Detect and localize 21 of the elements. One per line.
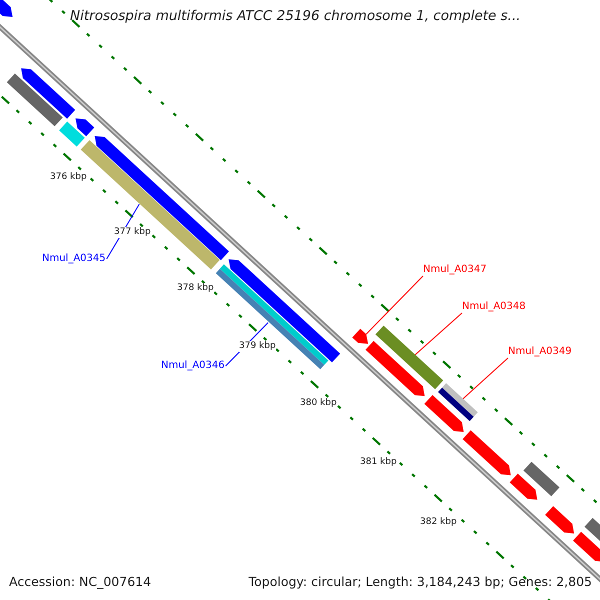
title: Nitrosospira multiformis ATCC 25196 chromosome 1, complete s...	[70, 8, 521, 24]
gene-label: Nmul_A0347	[423, 264, 487, 276]
scale-label: 377 kbp	[114, 227, 151, 238]
gene-bar	[438, 383, 478, 422]
scale-label: 382 kbp	[420, 517, 457, 528]
scale-label: 381 kbp	[360, 457, 397, 468]
gene-label: Nmul_A0346	[161, 360, 225, 372]
leader-line	[366, 276, 424, 335]
gene-label: Nmul_A0345	[42, 253, 106, 265]
scale-label: 378 kbp	[177, 283, 214, 294]
scale-label: 379 kbp	[239, 341, 276, 352]
gene-label: Nmul_A0349	[508, 346, 572, 358]
scale-label: 380 kbp	[300, 398, 337, 409]
gene-label: Nmul_A0348	[462, 301, 526, 313]
genome-summary-text: Topology: circular; Length: 3,184,243 bp; Genes: 2,805	[248, 574, 592, 589]
accession-text: Accession: NC_007614	[9, 574, 152, 589]
leader-line	[462, 358, 508, 400]
gene-bar	[352, 328, 368, 344]
gene-bar	[375, 326, 444, 390]
leader-line	[414, 312, 462, 356]
scale-label: 376 kbp	[50, 172, 87, 183]
